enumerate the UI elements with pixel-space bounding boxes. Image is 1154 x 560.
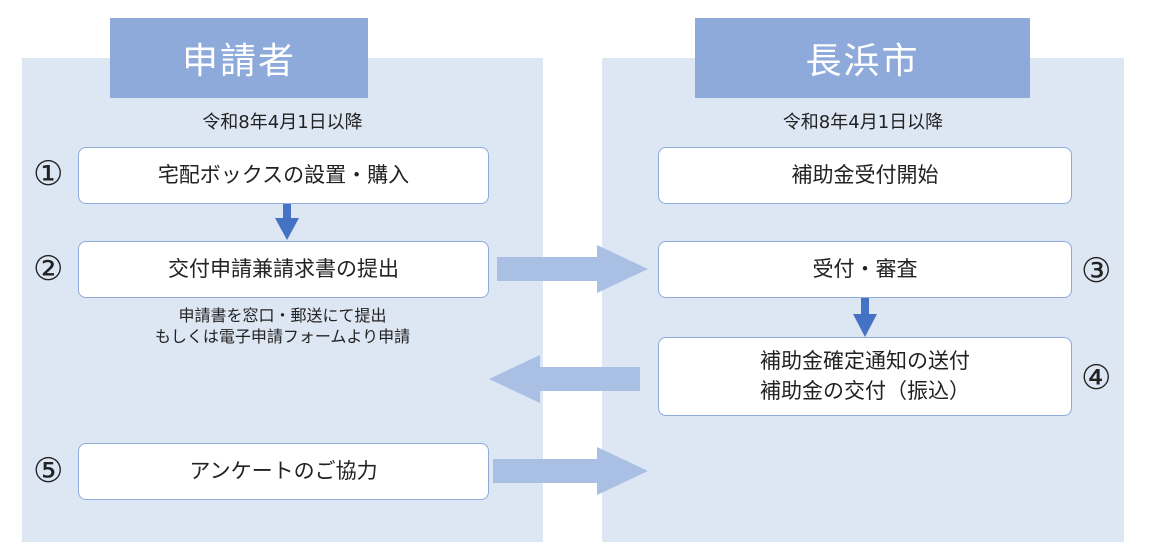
- left-arrow-icon: [489, 355, 640, 403]
- right-arrow-icon: [493, 447, 648, 495]
- application-note: 申請書を窓口・郵送にて提出 もしくは電子申請フォームより申請: [22, 306, 543, 348]
- step-number: ⑤: [33, 451, 64, 491]
- note-line: もしくは電子申請フォームより申請: [154, 326, 411, 346]
- step-review-box: 受付・審査: [658, 241, 1072, 298]
- step-number: ②: [33, 249, 64, 289]
- payment-line: 補助金の交付（振込）: [760, 378, 970, 403]
- applicant-date: 令和8年4月1日以降: [202, 112, 363, 133]
- step-number: ④: [1081, 358, 1112, 398]
- step-number: ③: [1081, 251, 1112, 291]
- note-line: 申請書を窓口・郵送にて提出: [178, 306, 387, 325]
- right-arrow-icon: [497, 245, 648, 293]
- subsidy-start-box: 補助金受付開始: [658, 147, 1072, 204]
- city-header: 長浜市: [695, 18, 1030, 98]
- step-payment-box: 補助金確定通知の送付 補助金の交付（振込）: [658, 337, 1072, 416]
- city-date: 令和8年4月1日以降: [782, 112, 944, 133]
- step-survey-box: アンケートのご協力: [78, 443, 489, 500]
- down-arrow-icon: [275, 203, 299, 240]
- step-number: ①: [33, 154, 64, 194]
- step-application-box: 交付申請兼請求書の提出: [78, 241, 489, 298]
- payment-line: 補助金確定通知の送付: [760, 349, 970, 374]
- applicant-header: 申請者: [110, 18, 368, 98]
- down-arrow-icon: [853, 298, 877, 337]
- step-install-box: 宅配ボックスの設置・購入: [78, 147, 489, 204]
